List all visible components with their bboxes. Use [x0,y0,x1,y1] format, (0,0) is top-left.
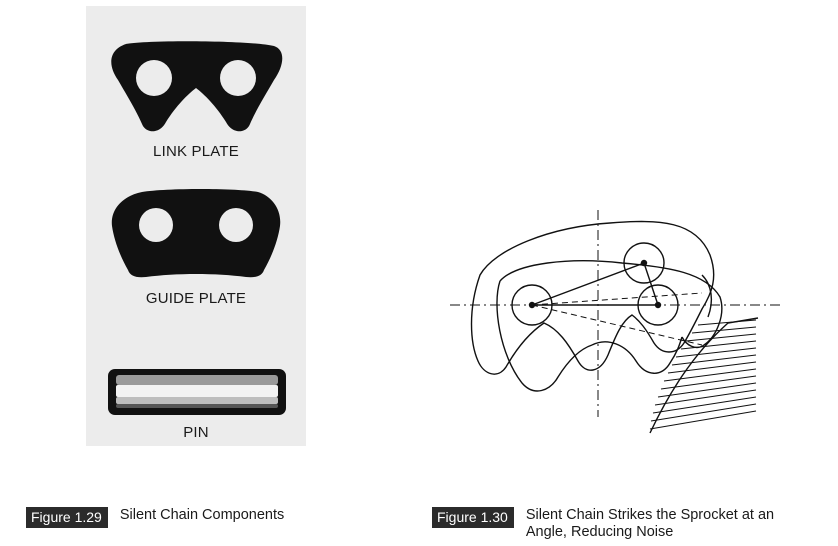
guide-plate-label: GUIDE PLATE [145,290,247,307]
figure-tag: Figure 1.30 [432,507,514,528]
link-plate-label: LINK PLATE [153,143,239,160]
caption-figure-1-30: Figure 1.30 Silent Chain Strikes the Spr… [432,507,774,541]
sprocket-engagement-diagram [450,210,780,434]
caption-text-line-1: Silent Chain Strikes the Sprocket at an [525,507,775,523]
caption-text: Silent Chain Strikes the Sprocket at an … [526,507,774,541]
caption-text-line-2: Angle, Reducing Noise [525,524,674,540]
link-plate-illustration [111,41,283,132]
figure-tag: Figure 1.29 [26,507,108,528]
components-panel: LINK PLATE GUIDE PLATE PIN [86,6,306,446]
pin-illustration [108,369,286,415]
pin-label: PIN [183,424,209,441]
caption-text: Silent Chain Components [119,507,285,523]
caption-figure-1-29: Figure 1.29 Silent Chain Components [26,507,284,528]
guide-plate-illustration [111,189,281,278]
